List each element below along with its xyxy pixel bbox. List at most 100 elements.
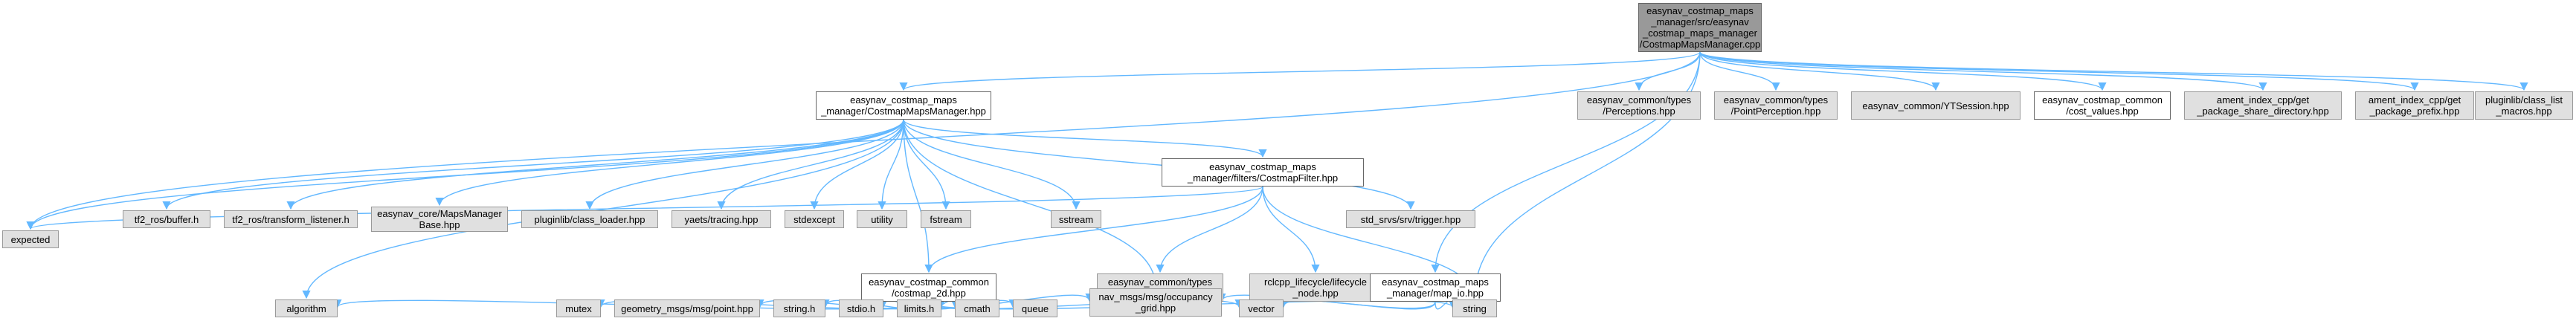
include-edges <box>26 51 2528 310</box>
edge-filter-hpp-to-expected <box>27 186 1263 230</box>
graph-node-label: _manager/filters/CostmapFilter.hpp <box>1187 172 1339 184</box>
graph-node-label: easynav_costmap_maps <box>1646 5 1754 16</box>
graph-node-label: string.h <box>783 302 816 314</box>
graph-node-tf2-buffer: tf2_ros/buffer.h <box>123 210 210 228</box>
graph-node-point: geometry_msgs/msg/point.hpp <box>614 299 760 317</box>
graph-node-queue: queue <box>1013 299 1057 317</box>
graph-node-fstream: fstream <box>921 210 971 228</box>
graph-node-label: stdexcept <box>793 213 835 225</box>
graph-node-cost-values[interactable]: easynav_costmap_common/cost_values.hpp <box>2034 91 2171 120</box>
edge-root-to-pkg-prefix <box>1699 51 2419 91</box>
graph-node-root[interactable]: easynav_costmap_maps_manager/src/easynav… <box>1638 3 1762 52</box>
graph-node-mgr-hpp[interactable]: easynav_costmap_maps_manager/CostmapMaps… <box>816 91 991 120</box>
graph-node-label: Base.hpp <box>419 219 460 230</box>
graph-node-limits: limits.h <box>897 299 941 317</box>
graph-node-label: easynav_costmap_maps <box>1382 276 1489 288</box>
edge-mgr-hpp-to-expected <box>26 119 904 230</box>
edge-root-to-ytsession <box>1699 51 1940 91</box>
graph-node-map-io[interactable]: easynav_costmap_maps_manager/map_io.hpp <box>1370 273 1501 302</box>
graph-node-sstream: sstream <box>1051 210 1101 228</box>
edge-mgr-hpp-to-occupancy <box>903 119 1160 288</box>
edge-mgr-hpp-to-utility <box>878 119 904 210</box>
edge-filter-hpp-to-navstate <box>1156 186 1263 273</box>
graph-node-label: /cost_values.hpp <box>2066 106 2139 117</box>
edge-root-to-pointperception <box>1699 51 1780 91</box>
graph-node-label: _manager/CostmapMapsManager.hpp <box>821 106 986 117</box>
graph-node-label: ament_index_cpp/get <box>2368 94 2461 106</box>
graph-node-label: pluginlib/class_loader.hpp <box>534 213 645 225</box>
edge-mgr-hpp-to-maps-base <box>435 119 904 207</box>
graph-node-label: /Perceptions.hpp <box>1603 106 1675 117</box>
graph-node-label: geometry_msgs/msg/point.hpp <box>621 302 753 314</box>
graph-node-perceptions: easynav_common/types/Perceptions.hpp <box>1577 91 1701 120</box>
edge-root-to-expected <box>26 51 1701 230</box>
edge-mgr-hpp-to-trigger <box>903 119 1415 210</box>
graph-node-label: tf2_ros/transform_listener.h <box>232 213 350 225</box>
graph-node-label: fstream <box>930 213 962 225</box>
graph-node-label: ament_index_cpp/get <box>2216 94 2310 106</box>
graph-node-label: _macros.hpp <box>2496 106 2552 117</box>
graph-node-costmap-2d[interactable]: easynav_costmap_common/costmap_2d.hpp <box>861 273 996 302</box>
graph-node-trigger: std_srvs/srv/trigger.hpp <box>1346 210 1475 228</box>
edge-mgr-hpp-to-yaets <box>717 119 904 210</box>
graph-node-label: std_srvs/srv/trigger.hpp <box>1360 213 1461 225</box>
graph-node-filter-hpp[interactable]: easynav_costmap_maps_manager/filters/Cos… <box>1162 158 1364 187</box>
graph-node-label: easynav_common/YTSession.hpp <box>1862 100 2009 111</box>
graph-node-label: _package_share_directory.hpp <box>2197 106 2329 117</box>
graph-node-pointperception: easynav_common/types/PointPerception.hpp <box>1714 91 1838 120</box>
graph-node-stdexcept: stdexcept <box>785 210 844 228</box>
graph-node-lifecycle: rclcpp_lifecycle/lifecycle_node.hpp <box>1249 273 1382 302</box>
graph-node-label: _costmap_maps_manager <box>1643 27 1757 39</box>
graph-node-label: rclcpp_lifecycle/lifecycle <box>1264 276 1367 288</box>
graph-node-label: /costmap_2d.hpp <box>892 288 966 299</box>
graph-node-label: yaets/tracing.hpp <box>684 213 759 225</box>
edge-root-to-class-list <box>1699 51 2528 91</box>
graph-node-label: tf2_ros/buffer.h <box>134 213 199 225</box>
graph-node-label: easynav_costmap_maps <box>1209 161 1316 172</box>
graph-node-label: stdio.h <box>846 302 876 314</box>
graph-node-label: expected <box>10 233 51 245</box>
edge-root-to-mgr-hpp <box>899 51 1701 91</box>
edge-mgr-hpp-to-costmap-2d <box>903 119 933 273</box>
edge-mgr-hpp-to-fstream <box>903 119 950 210</box>
graph-node-label: _manager/map_io.hpp <box>1386 288 1484 299</box>
edge-mgr-hpp-to-stdexcept <box>810 119 904 210</box>
graph-node-class-loader: pluginlib/class_loader.hpp <box>521 210 658 228</box>
graph-node-label: pluginlib/class_list <box>2485 94 2563 106</box>
graph-node-label: easynav_costmap_common <box>869 276 989 288</box>
graph-node-label: _package_prefix.hpp <box>2369 106 2460 117</box>
graph-node-label: mutex <box>565 302 592 314</box>
graph-node-label: _node.hpp <box>1292 288 1339 299</box>
graph-node-occupancy: nav_msgs/msg/occupancy_grid.hpp <box>1089 288 1222 317</box>
graph-node-yaets: yaets/tracing.hpp <box>672 210 771 228</box>
edge-root-to-cost-values <box>1699 51 2107 91</box>
graph-node-share-dir: ament_index_cpp/get_package_share_direct… <box>2184 91 2342 120</box>
graph-node-expected: expected <box>2 230 59 248</box>
graph-node-label: _manager/src/easynav <box>1651 16 1749 27</box>
graph-node-label: easynav_common/types <box>1723 94 1829 106</box>
graph-node-label: sstream <box>1058 213 1094 225</box>
graph-node-label: algorithm <box>286 302 326 314</box>
edge-mgr-hpp-to-filter-hpp <box>903 119 1267 158</box>
edge-filter-hpp-to-costmap-2d <box>924 186 1263 273</box>
graph-node-label: vector <box>1248 302 1275 314</box>
edge-root-to-map-io <box>1431 51 1701 273</box>
graph-node-label: /PointPerception.hpp <box>1730 106 1821 117</box>
graph-node-label: utility <box>871 213 893 225</box>
graph-node-ytsession: easynav_common/YTSession.hpp <box>1851 91 2020 120</box>
graph-node-tf2-listener: tf2_ros/transform_listener.h <box>224 210 358 228</box>
graph-node-label: easynav_common/types <box>1586 94 1692 106</box>
graph-node-label: cmath <box>964 302 991 314</box>
graph-node-label: string <box>1463 302 1487 314</box>
graph-node-label: nav_msgs/msg/occupancy <box>1098 291 1213 302</box>
graph-node-cmath: cmath <box>955 299 999 317</box>
graph-node-label: easynav_costmap_maps <box>850 94 957 106</box>
graph-node-label: _grid.hpp <box>1135 302 1176 314</box>
graph-node-stdio: stdio.h <box>839 299 883 317</box>
graph-node-label: easynav_core/MapsManager <box>377 208 502 219</box>
edge-mgr-hpp-to-tf2-buffer <box>162 119 904 210</box>
graph-node-label: queue <box>1021 302 1049 314</box>
graph-node-label: /CostmapMapsManager.cpp <box>1639 39 1761 50</box>
